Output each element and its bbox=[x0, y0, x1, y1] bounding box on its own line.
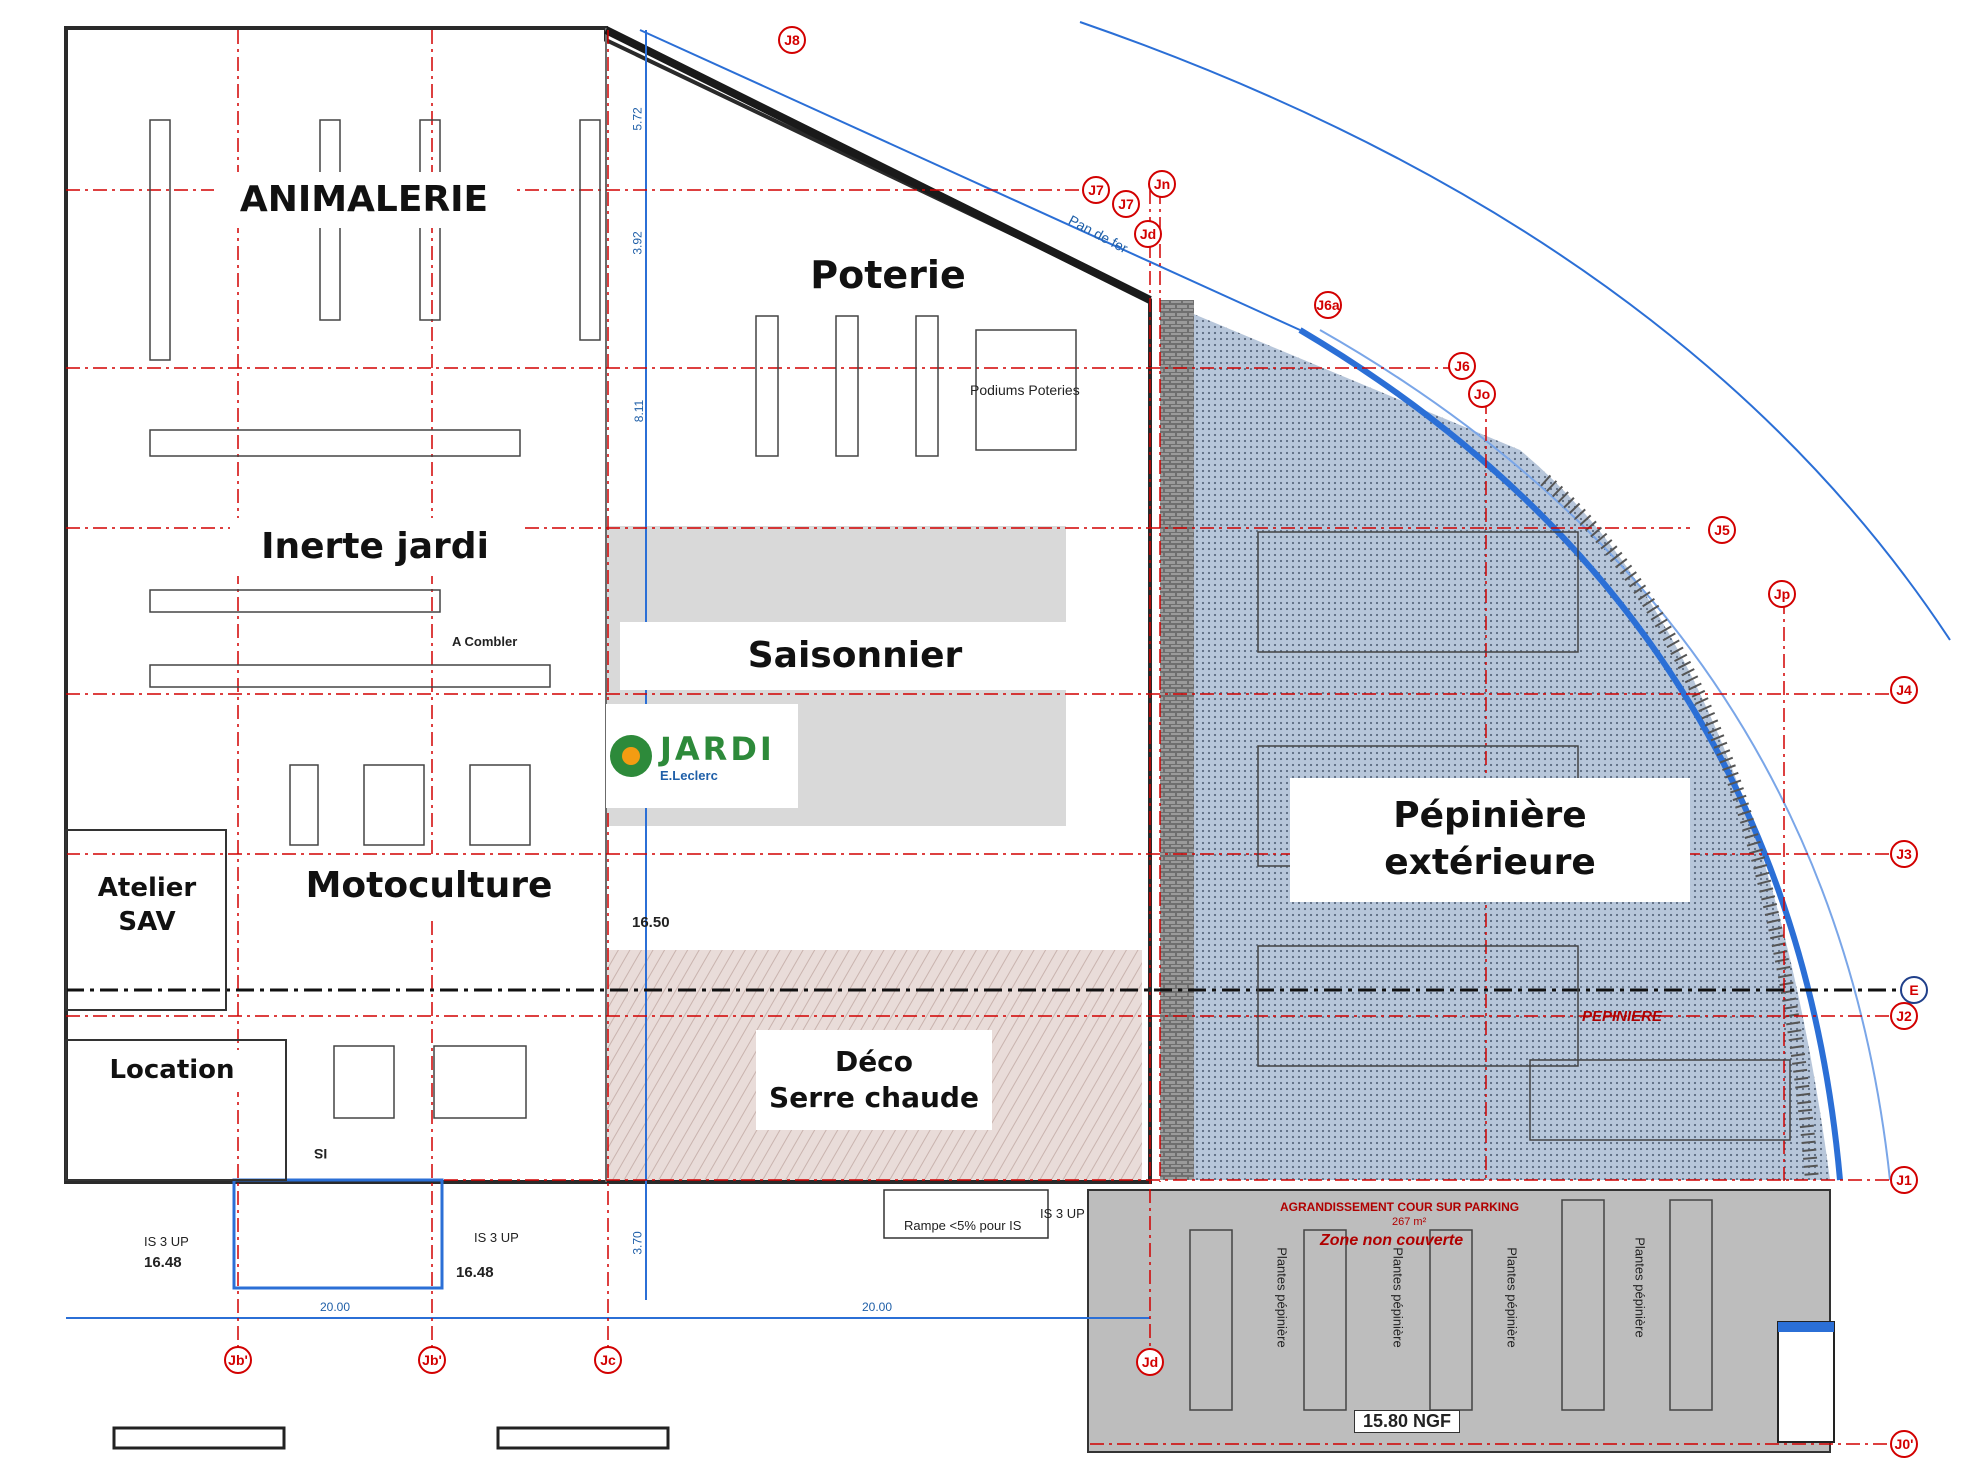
zone-label-deco-serre: Déco Serre chaude bbox=[756, 1030, 992, 1130]
grid-marker-right-0 bbox=[1082, 176, 1110, 204]
dim-392: 3.92 bbox=[630, 231, 645, 255]
grid-label-top-0: J8 bbox=[784, 32, 800, 48]
zone-label-animalerie: ANIMALERIE bbox=[214, 172, 514, 228]
grid-marker-right-10 bbox=[1890, 840, 1918, 868]
leclerc-icon bbox=[610, 735, 652, 777]
brick-wall bbox=[1160, 300, 1194, 1180]
plantes-label-1: Plantes pépinière bbox=[1274, 1247, 1290, 1348]
level-1648-right: 16.48 bbox=[456, 1264, 494, 1281]
grid-label-bottom-2: Jc bbox=[600, 1352, 616, 1368]
entrance-left bbox=[232, 1178, 444, 1290]
grid-marker-right-1 bbox=[1112, 190, 1140, 218]
grid-label-right-9: J4 bbox=[1896, 682, 1912, 698]
logo-brand: JARDI bbox=[660, 729, 775, 768]
is-up-center: IS 3 UP bbox=[474, 1230, 519, 1245]
dim-2000-right: 20.00 bbox=[862, 1300, 893, 1314]
dim-811: 8.11 bbox=[632, 399, 647, 423]
sens-label: IS bbox=[314, 1146, 328, 1162]
bottom-bench-left bbox=[112, 1426, 286, 1450]
dim-572: 5.72 bbox=[630, 107, 645, 131]
stair-top bbox=[1778, 1322, 1834, 1332]
grid-marker-right-3 bbox=[1134, 220, 1162, 248]
grid-marker-top-0 bbox=[778, 26, 806, 54]
grid-marker-right-9 bbox=[1890, 676, 1918, 704]
zone-label-atelier-sav: Atelier SAV bbox=[84, 864, 210, 948]
grid-marker-right-11 bbox=[1900, 976, 1928, 1004]
rampe-label: Rampe <5% pour IS bbox=[904, 1218, 1022, 1233]
grid-label-right-1: J7 bbox=[1118, 196, 1134, 212]
grid-marker-right-8 bbox=[1768, 580, 1796, 608]
grid-marker-right-5 bbox=[1448, 352, 1476, 380]
plantes-label-4: Plantes pépinière bbox=[1632, 1237, 1648, 1338]
grid-label-right-11: E bbox=[1909, 982, 1918, 998]
grid-label-right-7: J5 bbox=[1714, 522, 1730, 538]
grid-label-right-6: Jo bbox=[1474, 386, 1490, 402]
grid-marker-right-7 bbox=[1708, 516, 1736, 544]
grid-label-right-4: J6a bbox=[1316, 297, 1340, 313]
grid-label-right-0: J7 bbox=[1088, 182, 1104, 198]
grid-marker-right-6 bbox=[1468, 380, 1496, 408]
zone-non-couverte-label: Zone non couverte bbox=[1320, 1232, 1464, 1249]
road-edge-inner bbox=[639, 29, 1301, 331]
ramp-curve-inner bbox=[1319, 329, 1891, 1181]
location-room bbox=[65, 1039, 287, 1181]
zone-label-poterie: Poterie bbox=[788, 246, 988, 306]
nursery-area bbox=[1160, 300, 1830, 1180]
ramp bbox=[883, 1189, 1049, 1239]
plantes-label-2: Plantes pépinière bbox=[1390, 1247, 1406, 1348]
is-up-left: IS 3 UP bbox=[144, 1234, 189, 1249]
ramp-curve-outer bbox=[1298, 327, 1843, 1181]
zone-label-location: Location bbox=[72, 1050, 272, 1092]
stair-block bbox=[1777, 1321, 1835, 1443]
plantes-label-3: Plantes pépinière bbox=[1504, 1247, 1520, 1348]
grid-label-right-14: J0' bbox=[1895, 1436, 1914, 1452]
agrandissement-label: AGRANDISSEMENT COUR SUR PARKING bbox=[1280, 1200, 1520, 1214]
grid-marker-right-2 bbox=[1148, 170, 1176, 198]
grid-label-right-13: J1 bbox=[1896, 1172, 1912, 1188]
surface-label: 267 m² bbox=[1392, 1216, 1427, 1228]
zone-label-motoculture: Motoculture bbox=[294, 856, 564, 916]
atelier-room bbox=[65, 829, 227, 1011]
grid-label-right-8: Jp bbox=[1774, 586, 1790, 602]
ramp-curve-stairs bbox=[1540, 474, 1819, 1181]
zone-label-pepiniere: Pépinière extérieure bbox=[1290, 778, 1690, 902]
grid-label-right-10: J3 bbox=[1896, 846, 1912, 862]
grid-marker-right-14 bbox=[1890, 1430, 1918, 1458]
grid-label-right-12: J2 bbox=[1896, 1008, 1912, 1024]
road-edge-outer bbox=[1079, 21, 1951, 641]
grid-label-bottom-3: Jd bbox=[1142, 1354, 1158, 1370]
level-1650: 16.50 bbox=[632, 914, 670, 931]
grid-marker-right-13 bbox=[1890, 1166, 1918, 1194]
a-combler-label: A Combler bbox=[452, 634, 518, 649]
grid-marker-bottom-0 bbox=[224, 1346, 252, 1374]
grid-marker-bottom-1 bbox=[418, 1346, 446, 1374]
grid-label-right-2: Jn bbox=[1154, 176, 1170, 192]
podiums-label: Podiums Poteries bbox=[970, 382, 1080, 398]
ngf-label: 15.80 NGF bbox=[1354, 1410, 1461, 1433]
grid-label-right-3: Jd bbox=[1140, 226, 1156, 242]
diagonal-facade bbox=[604, 26, 1152, 304]
grid-label-group: J8J7J7JnJdJ6aJ6JoJ5JpJ4J3EJ2J1J0'Jb'Jb'J… bbox=[224, 26, 1928, 1458]
zone-label-saisonnier: Saisonnier bbox=[620, 622, 1090, 690]
grid-label-right-5: J6 bbox=[1454, 358, 1470, 374]
zone-label-inerte-jardi: Inerte jardi bbox=[230, 518, 520, 576]
is-up-right: IS 3 UP bbox=[1040, 1206, 1085, 1221]
grid-marker-right-4 bbox=[1314, 291, 1342, 319]
shelving bbox=[149, 119, 1791, 1411]
dim-2000-left: 20.00 bbox=[320, 1300, 351, 1314]
grid-marker-right-12 bbox=[1890, 1002, 1918, 1030]
bottom-bench-right bbox=[496, 1426, 670, 1450]
dim-370: 3.70 bbox=[630, 1231, 645, 1255]
grid-marker-bottom-3 bbox=[1136, 1348, 1164, 1376]
level-1648-left: 16.48 bbox=[144, 1254, 182, 1271]
grid-label-bottom-0: Jb' bbox=[228, 1352, 248, 1368]
grid-label-bottom-1: Jb' bbox=[422, 1352, 442, 1368]
logo-sub: E.Leclerc bbox=[660, 767, 718, 783]
pepiniere-tag: PEPINIERE bbox=[1582, 1008, 1663, 1025]
jardi-logo: JARDI E.Leclerc bbox=[606, 704, 798, 808]
grid-marker-bottom-2 bbox=[594, 1346, 622, 1374]
